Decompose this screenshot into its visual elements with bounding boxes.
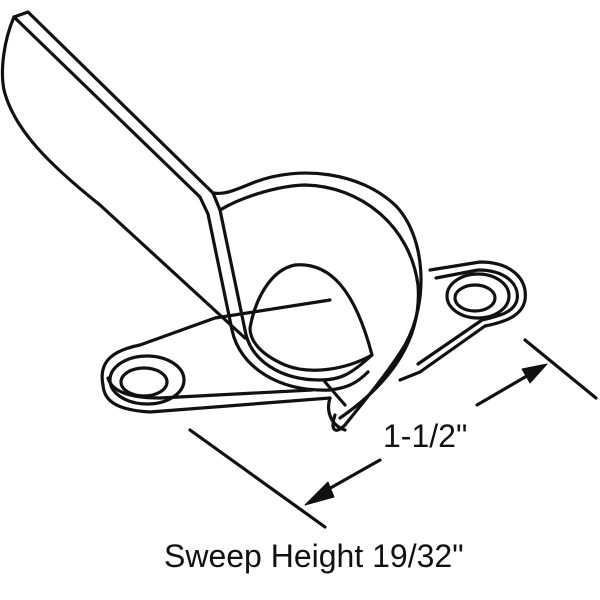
width-extension-line-right xyxy=(523,338,598,400)
sweep-height-label: Sweep Height 19/32" xyxy=(164,538,464,574)
right-screw-hole xyxy=(445,272,511,320)
width-dimension-label: 1-1/2" xyxy=(383,418,468,454)
width-dimension-line-right xyxy=(475,371,534,407)
width-dimension xyxy=(188,338,598,529)
left-screw-hole xyxy=(108,354,186,406)
cam-opening xyxy=(248,263,374,372)
sweep-cam xyxy=(211,171,423,432)
arrowhead-left-icon xyxy=(304,481,335,506)
width-extension-line-left xyxy=(188,428,327,529)
arrowhead-right-icon xyxy=(521,363,548,384)
lever-handle xyxy=(0,10,247,340)
